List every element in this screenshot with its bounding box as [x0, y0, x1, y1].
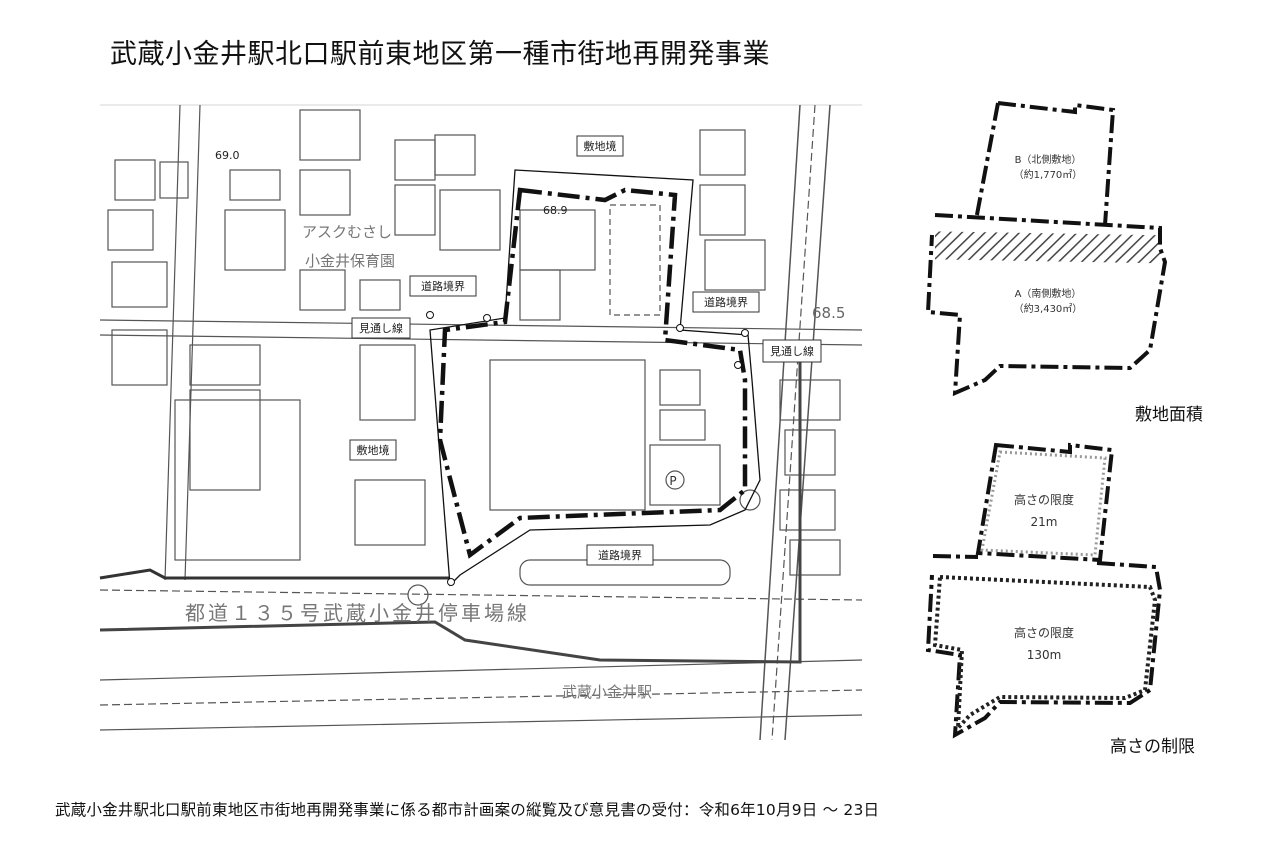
label-road-boundary: 道路境界: [421, 279, 465, 293]
site-area-diagram: B（北側敷地） （約1,770㎡） A（南側敷地） （約3,430㎡）: [925, 101, 1168, 397]
south-height-value: 130m: [1027, 648, 1062, 662]
label-site-boundary: 敷地境: [357, 443, 390, 457]
elevation-label: 68.9: [543, 204, 568, 217]
page-title: 武蔵小金井駅北口駅前東地区第一種市街地再開発事業: [110, 39, 770, 70]
site-b-area: （約1,770㎡）: [1014, 168, 1083, 181]
parking-icon: P: [669, 474, 676, 488]
label-road-boundary: 道路境界: [704, 295, 748, 309]
height-limit-caption: 高さの制限: [1110, 737, 1195, 757]
map-labels: 敷地境 道路境界 見通し線 敷地境 道路境界 見通し線 道路境界 69.0 68…: [185, 135, 845, 701]
site-b-label: B（北側敷地）: [1015, 153, 1082, 166]
site-boundary-line: [429, 169, 761, 587]
label-sightline: 見通し線: [359, 321, 403, 335]
nursery-name: アスクむさし: [302, 223, 392, 241]
station-name: 武蔵小金井駅: [562, 683, 652, 701]
nursery-name: 小金井保育園: [305, 252, 395, 270]
project-area-boundary: [437, 187, 748, 559]
south-height-label: 高さの限度: [1014, 625, 1074, 640]
site-a-label: A（南側敷地）: [1015, 287, 1082, 300]
label-road-boundary: 道路境界: [598, 548, 642, 562]
site-area-caption: 敷地面積: [1135, 405, 1203, 425]
north-height-label: 高さの限度: [1014, 492, 1074, 507]
footer-notice: 武蔵小金井駅北口駅前東地区市街地再開発事業に係る都市計画案の縦覧及び意見書の受付…: [55, 801, 880, 819]
elevation-label: 69.0: [215, 149, 240, 162]
base-map: [99, 104, 863, 741]
north-height-value: 21m: [1031, 515, 1058, 529]
road-name: 都道１３５号武蔵小金井停車場線: [185, 601, 530, 625]
site-a-area: （約3,430㎡）: [1014, 302, 1083, 315]
label-site-boundary: 敷地境: [584, 139, 617, 153]
height-limit-diagram: 高さの限度 21m 高さの限度 130m: [925, 442, 1163, 739]
label-sightline: 見通し線: [770, 344, 814, 358]
elevation-label: 68.5: [812, 304, 845, 322]
sightline-points: [426, 311, 749, 586]
